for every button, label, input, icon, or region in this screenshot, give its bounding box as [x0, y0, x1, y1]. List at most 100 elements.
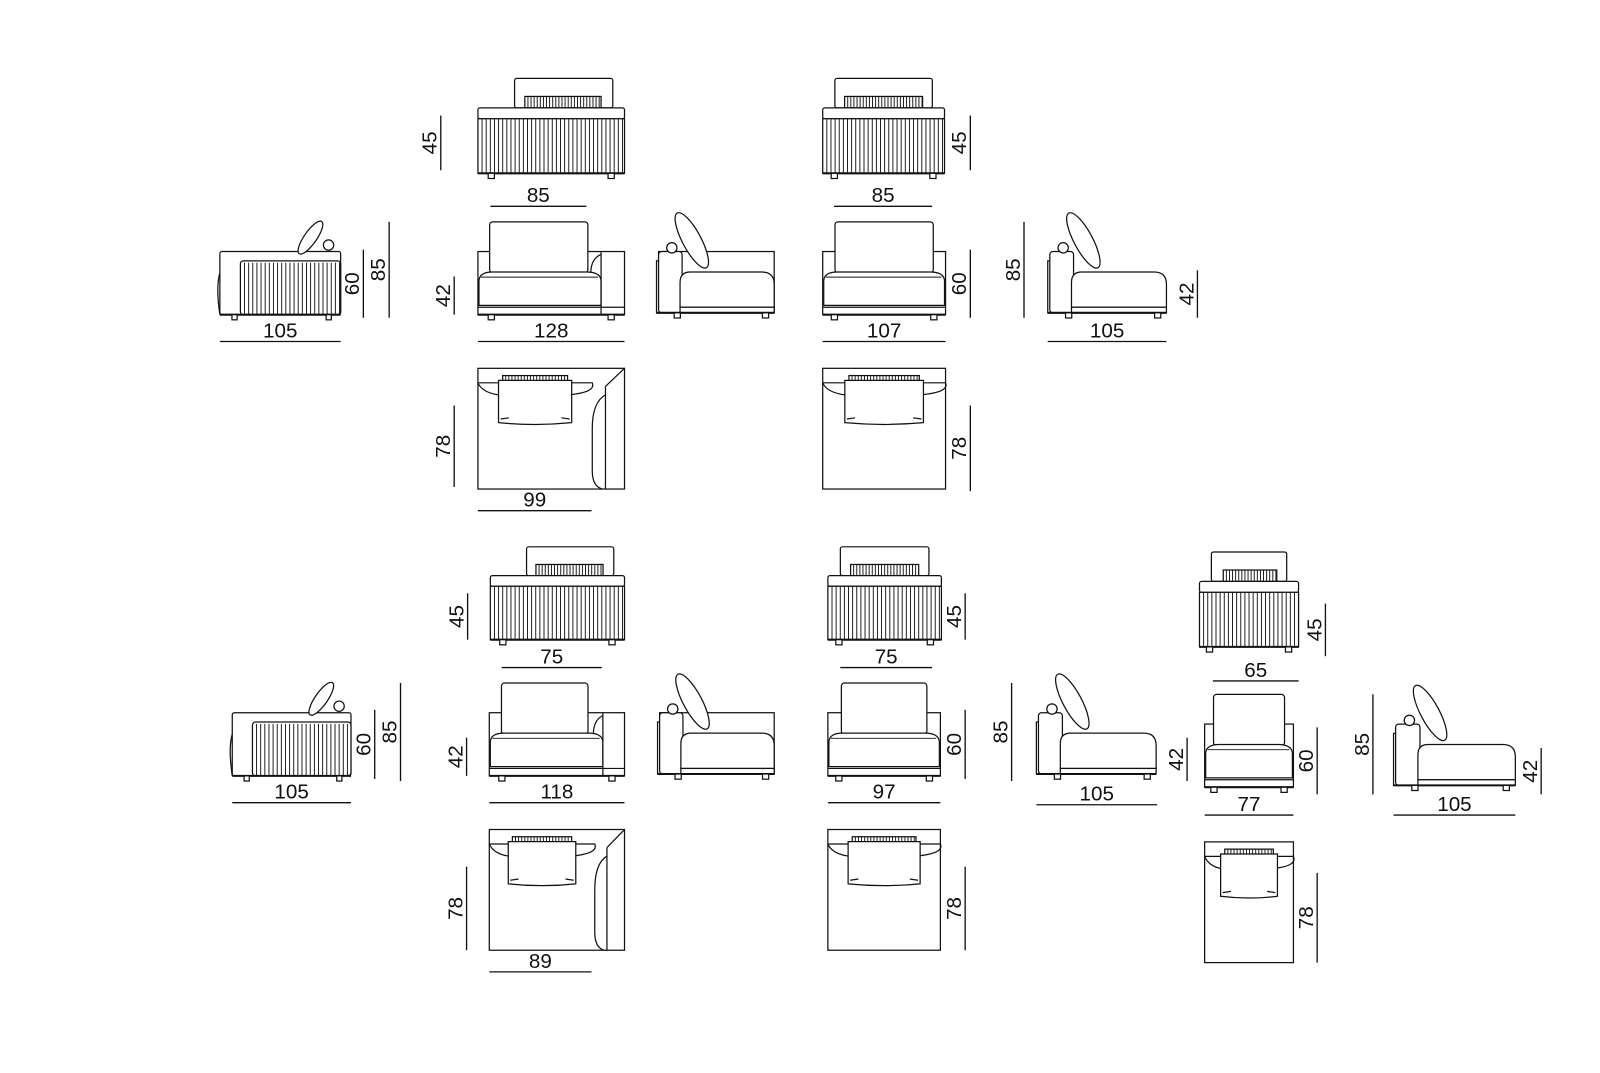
top-band — [477, 107, 626, 120]
dim-back2-b-height: 45 — [943, 593, 966, 640]
dimension-label: 85 — [989, 721, 1012, 744]
dim-back-a-height: 45 — [419, 115, 442, 171]
dim-front2-b-height: 60 — [943, 709, 966, 779]
leg — [761, 773, 770, 780]
back-block — [658, 712, 684, 775]
bolster — [1403, 714, 1416, 727]
dimension-label: 85 — [367, 258, 390, 281]
back-view-65 — [1198, 551, 1300, 653]
back-pillow — [674, 212, 710, 269]
dim-front2-c-height: 60 — [1295, 727, 1318, 795]
bolster — [1057, 242, 1069, 254]
leg — [830, 314, 839, 321]
cushion — [844, 379, 925, 426]
top-band — [489, 574, 626, 587]
leg — [336, 775, 343, 782]
back-pillow — [1412, 684, 1448, 742]
dim-back2-c-width: 65 — [1212, 659, 1299, 682]
cushion-fold — [850, 878, 919, 881]
dimension-label: 45 — [948, 131, 971, 154]
cushion-fold — [510, 878, 574, 881]
wing-left — [822, 382, 845, 396]
dim-top2-a-width: 89 — [489, 950, 592, 973]
dim-side2-right-seat: 42 — [1165, 737, 1188, 782]
arm-diagonal — [606, 829, 625, 849]
dimension-label: 85 — [1002, 258, 1025, 281]
leg — [835, 775, 843, 782]
wing-left — [827, 843, 849, 857]
dim-front-a-seat: 42 — [432, 276, 455, 315]
seat-cushion — [828, 732, 940, 768]
dimension-label: 105 — [274, 781, 308, 804]
dim-top-b-depth: 78 — [948, 405, 971, 492]
leg — [1502, 784, 1510, 792]
wing-left — [477, 382, 499, 396]
dimension-label: 78 — [1295, 906, 1318, 929]
armrest-curve — [592, 714, 604, 735]
seat-cushion — [680, 732, 775, 770]
dimension-label: 78 — [444, 897, 467, 920]
top-band — [822, 107, 946, 120]
back-block — [1037, 712, 1064, 775]
dim-front-b-width: 107 — [822, 319, 946, 342]
cushion — [507, 840, 577, 887]
dim-side-left-height: 85 — [367, 221, 390, 318]
bolster — [333, 700, 345, 712]
pillow — [844, 95, 924, 109]
front-view-97 — [827, 682, 942, 782]
side-view-right-3 — [1392, 684, 1516, 792]
dim-side2-right-height: 85 — [989, 683, 1012, 782]
leg — [930, 314, 938, 321]
dim-side-right-depth: 105 — [1047, 319, 1167, 342]
top-view-99 — [477, 367, 626, 490]
wing-left — [1204, 856, 1221, 870]
dim-side2-right-depth: 105 — [1036, 783, 1158, 806]
side-view-open-b — [656, 673, 775, 780]
leg — [243, 775, 250, 782]
bolster — [1046, 703, 1058, 715]
dimension-label: 78 — [943, 897, 966, 920]
bolster — [322, 239, 335, 251]
leg — [926, 639, 935, 646]
leg — [674, 773, 682, 780]
back-view-85-b — [822, 77, 946, 180]
dimension-label: 60 — [1295, 749, 1318, 772]
dimension-label: 45 — [445, 605, 468, 628]
side-view-left-2 — [229, 681, 352, 782]
cushion-fold — [500, 417, 570, 420]
side-bump — [217, 272, 221, 315]
back-cushion — [834, 221, 934, 274]
wing-right — [477, 382, 594, 396]
back-cushion — [500, 682, 589, 735]
dim-front2-a-seat: 42 — [444, 737, 467, 776]
dim-front-b-height: 60 — [948, 249, 971, 318]
wing-left — [488, 843, 509, 857]
cushion — [1220, 853, 1279, 899]
outline — [822, 367, 947, 490]
dimension-label: 42 — [432, 284, 455, 307]
cushion — [497, 379, 573, 426]
bolster — [666, 703, 679, 715]
bolster — [666, 242, 678, 254]
back-cushion — [840, 682, 928, 735]
dim-side-right-height: 85 — [1002, 221, 1025, 318]
leg — [607, 314, 615, 321]
top-view-97 — [827, 828, 942, 951]
top-view-77 — [1204, 841, 1295, 964]
leg — [607, 172, 615, 180]
wing-right — [489, 843, 596, 857]
cushion-fold — [1222, 890, 1276, 894]
dimension-label: 85 — [527, 184, 550, 207]
dim-back2-a-height: 45 — [445, 593, 468, 640]
fluted-base — [489, 585, 626, 641]
side-view-right-2 — [1035, 673, 1157, 780]
dimension-label: 45 — [1303, 618, 1326, 641]
dimension-label: 60 — [341, 272, 364, 295]
dimension-label: 45 — [419, 131, 442, 154]
wing-right — [822, 382, 947, 396]
dimension-label: 85 — [1351, 733, 1374, 756]
back-block — [1049, 250, 1075, 314]
dim-back-a-width: 85 — [490, 184, 587, 207]
leg — [1205, 646, 1214, 653]
